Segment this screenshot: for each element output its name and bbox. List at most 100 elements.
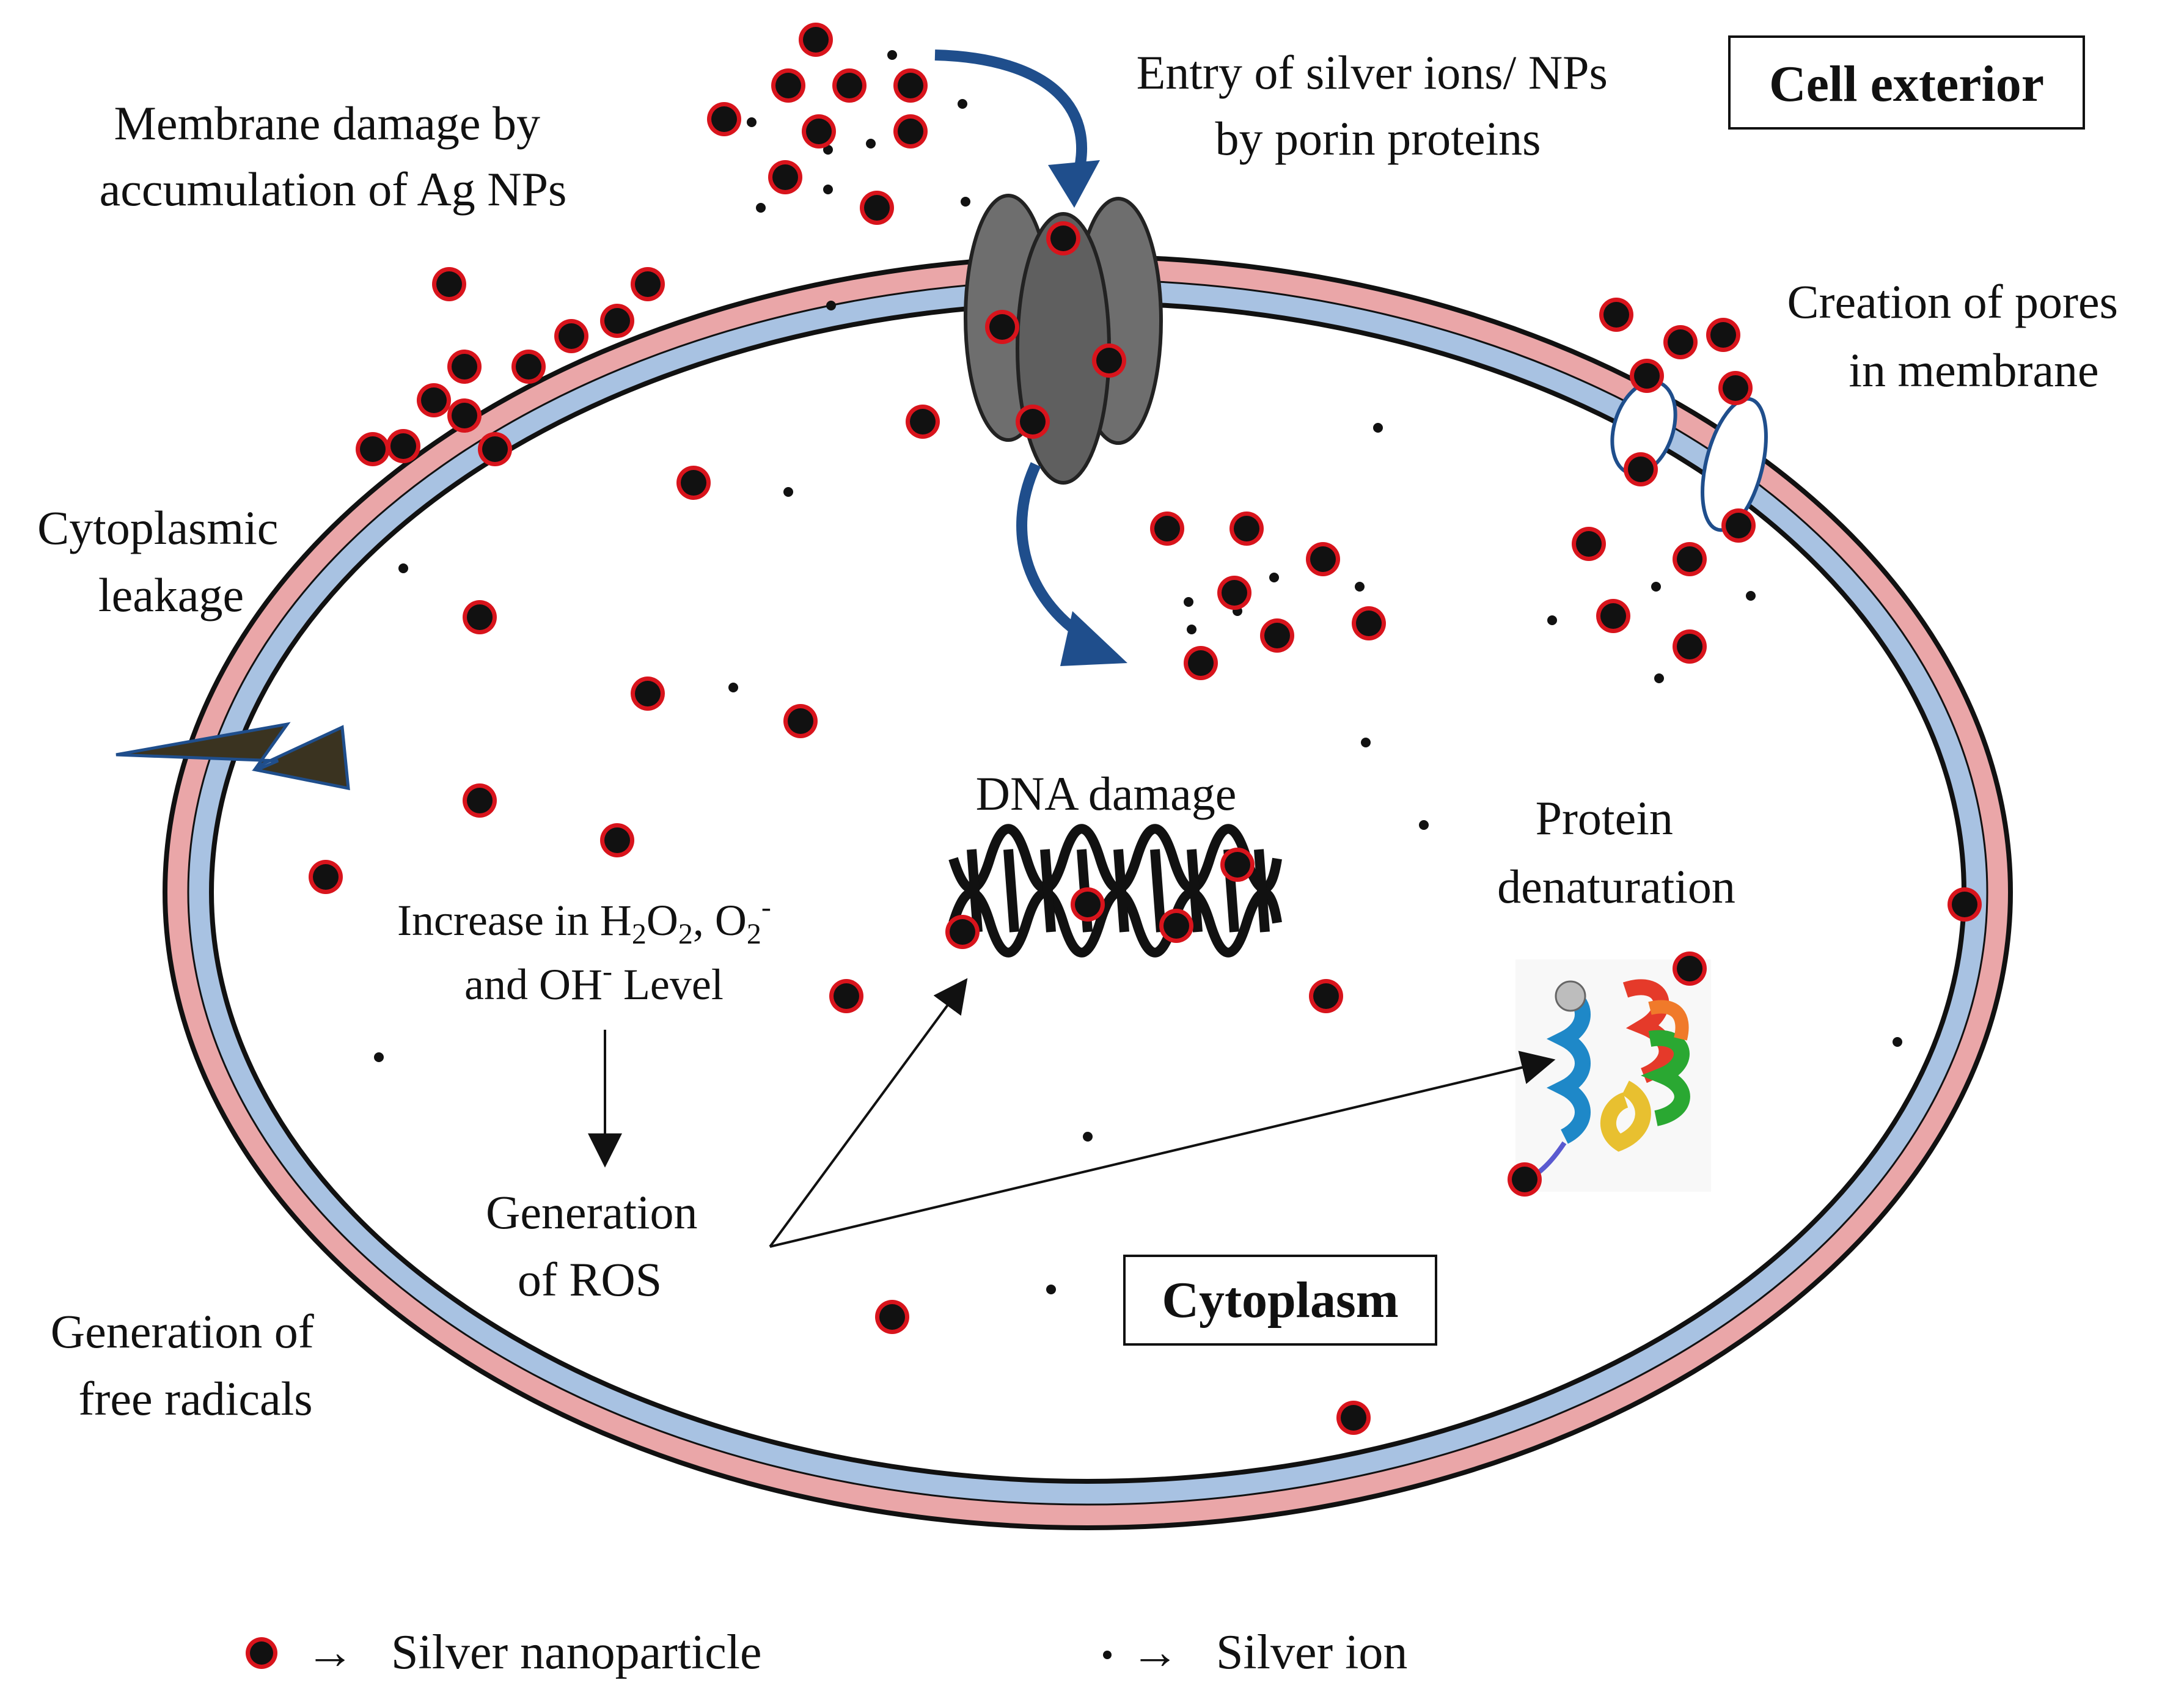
silver-nanoparticle [1260, 618, 1294, 653]
silver-nanoparticle [802, 114, 836, 148]
silver-nanoparticle [1706, 318, 1740, 352]
silver-nanoparticle [1092, 343, 1126, 378]
silver-nanoparticle [1663, 325, 1698, 359]
silver-ion [1361, 738, 1371, 747]
silver-ions [374, 50, 1902, 1294]
silver-nanoparticle [1217, 576, 1251, 610]
dna-damage-label: DNA damage [976, 767, 1237, 820]
silver-ion [728, 683, 738, 692]
silver-ion [1355, 582, 1365, 592]
silver-nanoparticle [447, 350, 482, 384]
silver-ion [1187, 625, 1196, 634]
silver-nanoparticle [1309, 979, 1343, 1013]
silver-nanoparticle [893, 68, 928, 103]
silver-nanoparticle [1016, 405, 1050, 439]
silver-nanoparticle [799, 23, 833, 57]
membrane-damage-label: Membrane damage by accumulation of Ag NP… [100, 97, 567, 216]
silver-nanoparticle [832, 68, 867, 103]
silver-nanoparticle [309, 860, 343, 894]
ros-to-protein-arrow [769, 1050, 1556, 1248]
legend-ion-arrow: → [1130, 1626, 1179, 1679]
silver-nanoparticle [676, 466, 711, 500]
entry-flow-arrows [934, 50, 1127, 666]
silver-nanoparticle [600, 823, 634, 857]
pore-2 [1701, 397, 1768, 532]
silver-nanoparticle [1508, 1162, 1542, 1197]
silver-ion [887, 50, 897, 60]
silver-ion [374, 1052, 384, 1062]
protein-ribbon-icon [1515, 959, 1711, 1192]
free-radicals-label: Generation of free radicals [51, 1305, 326, 1425]
silver-ion [1547, 615, 1557, 625]
silver-nanoparticle [631, 267, 665, 301]
silver-nanoparticle [860, 191, 894, 225]
legend-nanoparticle-arrow: → [306, 1626, 354, 1679]
silver-ion [958, 99, 967, 109]
silver-nanoparticle [1673, 952, 1707, 986]
silver-ion [1419, 820, 1429, 830]
silver-nanoparticle [1673, 629, 1707, 664]
silver-nanoparticle [1352, 606, 1386, 640]
silver-ion [1269, 573, 1279, 582]
silver-nanoparticle [1624, 452, 1658, 486]
entry-label: Entry of silver ions/ NPs by porin prote… [1137, 46, 1620, 165]
porin-channel [964, 194, 1163, 485]
ros-increase-line2: and OH- Level [464, 955, 724, 1009]
creation-pores-label: Creation of pores in membrane [1787, 275, 2130, 397]
silver-nanoparticle [554, 319, 588, 353]
silver-nanoparticle [1718, 371, 1753, 405]
legend: → Silver nanoparticle → Silver ion [246, 1626, 1407, 1679]
silver-nanoparticle [463, 600, 497, 634]
silver-ion [1893, 1037, 1902, 1047]
silver-nanoparticle [768, 160, 802, 194]
silver-ion [756, 203, 766, 213]
silver-nanoparticle [985, 310, 1019, 344]
ros-increase-line1: Increase in H2O2, O2- [397, 891, 771, 950]
silver-nanoparticle [511, 350, 546, 384]
silver-nanoparticle [829, 979, 863, 1013]
entry-arrow-top-head [1048, 160, 1100, 208]
reaction-arrows [588, 978, 1556, 1248]
silver-ion [747, 117, 757, 127]
cytoplasmic-leakage-label: Cytoplasmic leakage [37, 501, 290, 622]
silver-ion [783, 487, 793, 497]
legend-nanoparticle-icon [246, 1637, 277, 1669]
silver-nanoparticle [1948, 887, 1982, 922]
generation-ros-label: Generation of ROS [486, 1186, 709, 1306]
silver-nanoparticle [1046, 221, 1080, 255]
leak-bolt-icon [115, 722, 350, 791]
silver-nanoparticle [356, 432, 390, 466]
silver-ion [823, 185, 833, 194]
silver-nanoparticle [1336, 1401, 1371, 1435]
silver-nanoparticle [1229, 512, 1264, 546]
silver-nanoparticle [893, 114, 928, 148]
silver-ion [1373, 423, 1383, 433]
silver-nanoparticle [478, 432, 512, 466]
silver-ion [1046, 1285, 1056, 1294]
silver-ion [1654, 673, 1664, 683]
legend-ion-icon [1103, 1651, 1112, 1659]
silver-ion [1083, 1132, 1093, 1142]
protein-denaturation-label: Protein denaturation [1497, 791, 1735, 913]
cell-exterior-box [1728, 35, 2085, 130]
silver-nanoparticle [600, 304, 634, 338]
entry-arrow-top [934, 50, 1087, 185]
silver-nanoparticle [1599, 298, 1633, 332]
silver-nanoparticle [432, 267, 466, 301]
silver-ion [866, 139, 876, 148]
silver-nanoparticle [945, 915, 980, 949]
silver-nanoparticle [447, 398, 482, 433]
silver-nanoparticle [417, 383, 451, 417]
dna-helix-icon [948, 824, 1282, 958]
entry-arrow-bottom-head [1060, 611, 1127, 666]
silver-nanoparticle [906, 405, 940, 439]
silver-nanoparticle [463, 783, 497, 818]
silver-nanoparticle [386, 429, 420, 463]
cell-exterior-label: Cell exterior [1769, 56, 2044, 112]
silver-nanoparticle [875, 1300, 909, 1334]
silver-nanoparticle [1159, 909, 1193, 943]
cytoplasm-box [1123, 1255, 1437, 1346]
silver-ion [826, 301, 836, 310]
cytoplasm-label: Cytoplasm [1162, 1272, 1398, 1329]
